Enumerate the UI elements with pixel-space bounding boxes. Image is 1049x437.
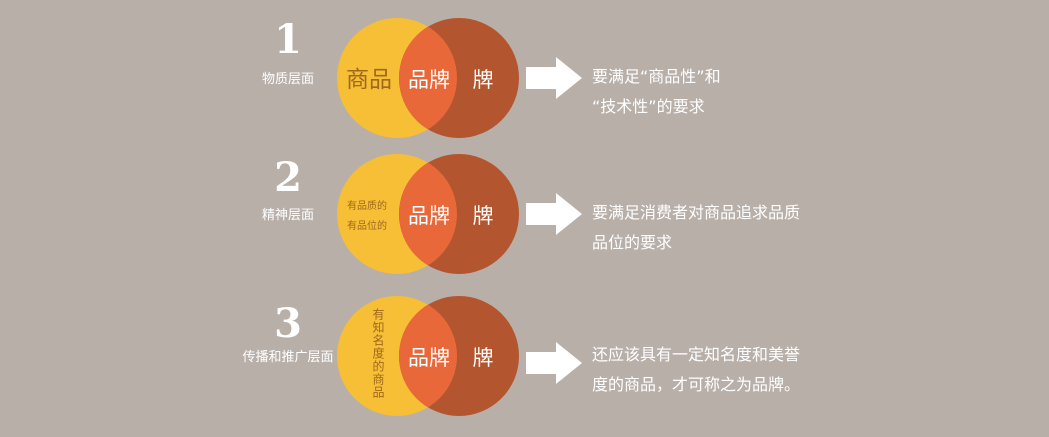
overlap-label: 品牌 [408, 68, 450, 92]
right-label: 牌 [473, 204, 494, 228]
right-label: 牌 [473, 346, 494, 370]
arrow-right-icon [526, 57, 582, 99]
circle-overlap [399, 18, 457, 138]
circle-overlap [399, 154, 457, 274]
left-label-line: 有品位的 [347, 219, 387, 232]
venn-diagram-3: 有知名度的商品 品牌 牌 [337, 296, 519, 416]
description-line: 要满足消费者对商品追求品质 [592, 203, 801, 222]
level-number-2: 2 [274, 154, 302, 201]
level-title-3: 传播和推广层面 [242, 350, 334, 365]
level-description-3: 还应该具有一定知名度和美誉 度的商品，才可称之为品牌。 [592, 340, 800, 400]
circle-overlap [399, 296, 457, 416]
venn-diagram-1: 商品 品牌 牌 [337, 18, 519, 138]
description-line: 品位的要求 [592, 233, 673, 252]
level-row-3: 3 传播和推广层面 有知名度的商品 品牌 牌 还应该具有一定知名度和美誉 度的商… [0, 290, 1049, 430]
right-label: 牌 [473, 68, 494, 92]
description-line: 要满足“商品性”和 [592, 67, 721, 86]
description-line: 度的商品，才可称之为品牌。 [592, 375, 801, 394]
left-label-vertical: 有知名度的商品 [371, 308, 385, 399]
level-title-1: 物质层面 [261, 72, 314, 87]
level-row-1: 1 物质层面 商品 品牌 牌 要满足“商品性”和 “技术性”的要求 [0, 10, 1049, 150]
description-line: “技术性”的要求 [592, 97, 705, 116]
overlap-label: 品牌 [408, 204, 450, 228]
left-label-line: 有品质的 [347, 199, 387, 212]
overlap-label: 品牌 [408, 346, 450, 370]
level-number-1: 1 [274, 16, 302, 63]
level-description-2: 要满足消费者对商品追求品质 品位的要求 [592, 198, 800, 258]
arrow-right-icon [526, 342, 582, 384]
level-title-2: 精神层面 [261, 208, 314, 223]
arrow-right-icon [526, 193, 582, 235]
level-description-1: 要满足“商品性”和 “技术性”的要求 [592, 62, 721, 122]
level-row-2: 2 精神层面 有品质的 有品位的 品牌 牌 要满足消费者对商品追求品质 品位的要… [0, 146, 1049, 286]
venn-diagram-2: 有品质的 有品位的 品牌 牌 [337, 154, 519, 274]
description-line: 还应该具有一定知名度和美誉 [592, 345, 801, 364]
level-number-3: 3 [274, 300, 302, 347]
left-label: 商品 [346, 67, 392, 93]
